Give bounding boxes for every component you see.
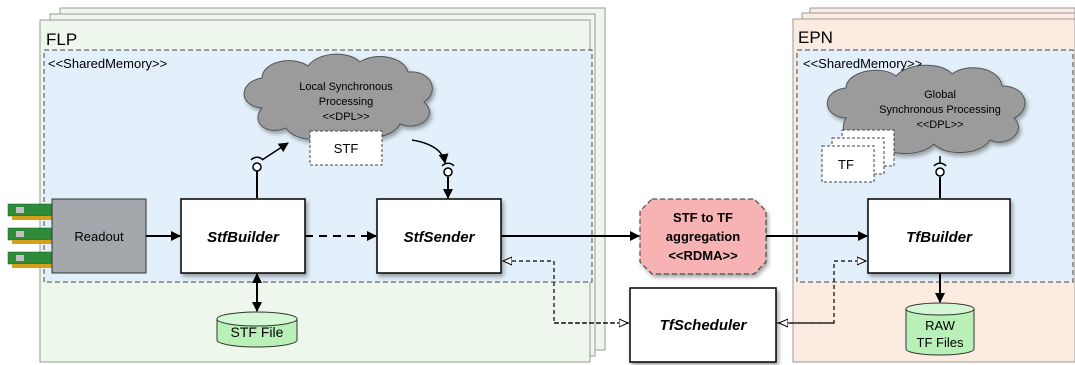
stf-file-storage (216, 311, 298, 348)
stf-file-label: STF File (231, 324, 284, 340)
aggregation-line3: <<RDMA>> (668, 248, 738, 263)
stf-box-label: STF (334, 141, 359, 156)
tfbuilder-label: TfBuilder (906, 229, 973, 246)
global-cloud-line3: <<DPL>> (916, 119, 963, 131)
readout-box (51, 198, 147, 274)
stfsender-socket-icon (443, 167, 453, 177)
arrow-cloud-stfsender (411, 139, 449, 164)
epn-shared-memory-label: <<SharedMemory>> (803, 56, 922, 71)
flp-shared-memory-label: <<SharedMemory>> (48, 56, 167, 71)
tf-box (821, 145, 875, 183)
local-cloud-line2: Processing (319, 96, 373, 108)
raw-files-line2: TF Files (917, 335, 964, 350)
readout-label: Readout (74, 229, 124, 244)
flp-title: FLP (46, 30, 77, 49)
tfbuilder-socket-icon (935, 167, 945, 177)
tfscheduler-box (629, 287, 777, 363)
aggregation-node (639, 198, 767, 275)
tf-stack (821, 129, 895, 183)
stfbuilder-box (180, 198, 306, 274)
aggregation-line1: STF to TF (673, 210, 733, 225)
tfbuilder-box (867, 198, 1011, 274)
epn-title: EPN (798, 28, 833, 47)
local-cloud-line3: <<DPL>> (322, 111, 369, 123)
stfbuilder-label: StfBuilder (207, 229, 280, 246)
stf-box (309, 130, 383, 166)
raw-files-line1: RAW (925, 318, 956, 333)
global-cloud-line2: Synchronous Processing (879, 104, 1001, 116)
local-cloud-line1: Local Synchronous (299, 81, 393, 93)
raw-tf-files-storage (905, 302, 975, 356)
global-cloud-line1: Global (924, 89, 956, 101)
stfsender-label: StfSender (404, 229, 476, 246)
tfscheduler-label: TfScheduler (660, 317, 748, 334)
readout-cards (7, 203, 61, 268)
tf-box-label: TF (838, 157, 854, 172)
stfbuilder-socket-icon (252, 162, 262, 172)
aggregation-line2: aggregation (666, 229, 740, 244)
stfsender-box (376, 198, 502, 274)
